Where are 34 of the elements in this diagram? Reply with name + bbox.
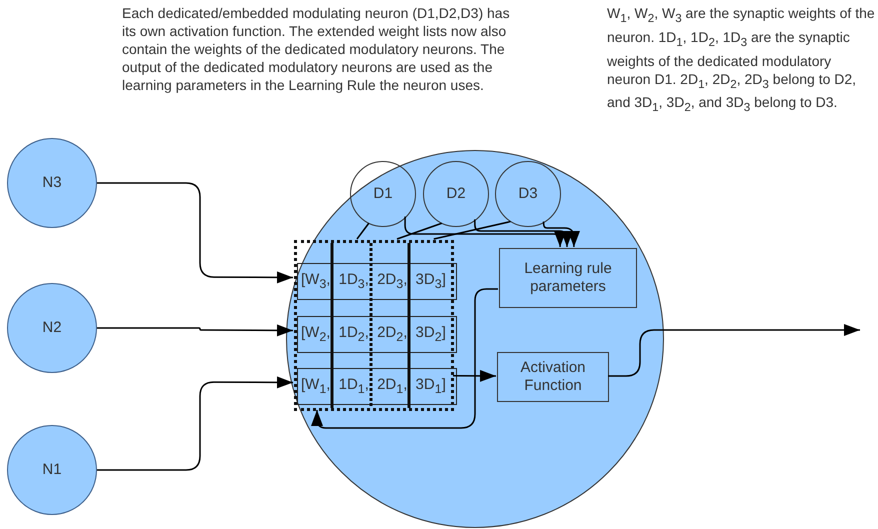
modulatory-neuron-circle: [495, 161, 561, 227]
connector-line: [434, 220, 511, 240]
weight-row: [297, 368, 457, 405]
arrow: [474, 219, 573, 247]
arrow: [542, 222, 580, 247]
arrow: [453, 370, 496, 382]
connector-line: [356, 222, 370, 240]
process-box: [499, 248, 637, 308]
modulatory-neuron-circle: [350, 161, 416, 227]
node-label: D3: [518, 185, 538, 203]
node-label: [W$_{3}$, 1D$_{3}$, 2D$_{3}$, 3D$_{3}$]: [301, 270, 446, 292]
node-label: D2: [446, 185, 466, 203]
arrow: [404, 216, 566, 247]
weight-grid: [294, 240, 454, 411]
connector-line: [396, 222, 442, 240]
note-text: Each dedicated/embedded modulating neuron (D1,D2,D3) has its own activation function. The extended weight lists now also contain the weights of the dedicated modulatory neurons. The output of the dedicated modulatory neurons are used as the learning parameters in the Learning Rule the neuron uses.: [122, 4, 511, 94]
weight-row: [297, 316, 457, 353]
weight-row: [297, 263, 457, 300]
arrow: [97, 182, 293, 284]
node-label: [W$_{2}$, 1D$_{2}$, 2D$_{2}$, 3D$_{2}$]: [301, 324, 446, 346]
arrow: [608, 324, 860, 377]
arrow: [97, 376, 293, 471]
process-box: [497, 352, 609, 402]
node-label: N1: [42, 461, 62, 479]
node-label: N3: [42, 174, 62, 192]
node-label: D1: [373, 185, 393, 203]
modulatory-neuron-circle: [423, 161, 489, 227]
node-label: Activation Function: [519, 359, 587, 395]
node-label: N2: [42, 319, 62, 337]
note-text: W$_{1}$, W$_{2}$, W$_{3}$ are the synaptic weights of the neuron. 1D$_{1}$, 1D$_{2}$, 1D$_{3}$ are the synaptic weights of the dedicated modulatory neuron D1. 2D$_{1}$, 2D$_{2}$, 2D$_{3}$ belong to D2, and 3D$_{1}$, 3D$_{2}$, and 3D$_{3}$ belong to D3.: [607, 4, 875, 116]
arrow: [311, 288, 498, 429]
node-label: [W$_{1}$, 1D$_{1}$, 2D$_{1}$, 3D$_{1}$]: [301, 376, 446, 398]
arrow: [97, 324, 293, 336]
node-label: Learning rule parameters: [523, 260, 613, 296]
